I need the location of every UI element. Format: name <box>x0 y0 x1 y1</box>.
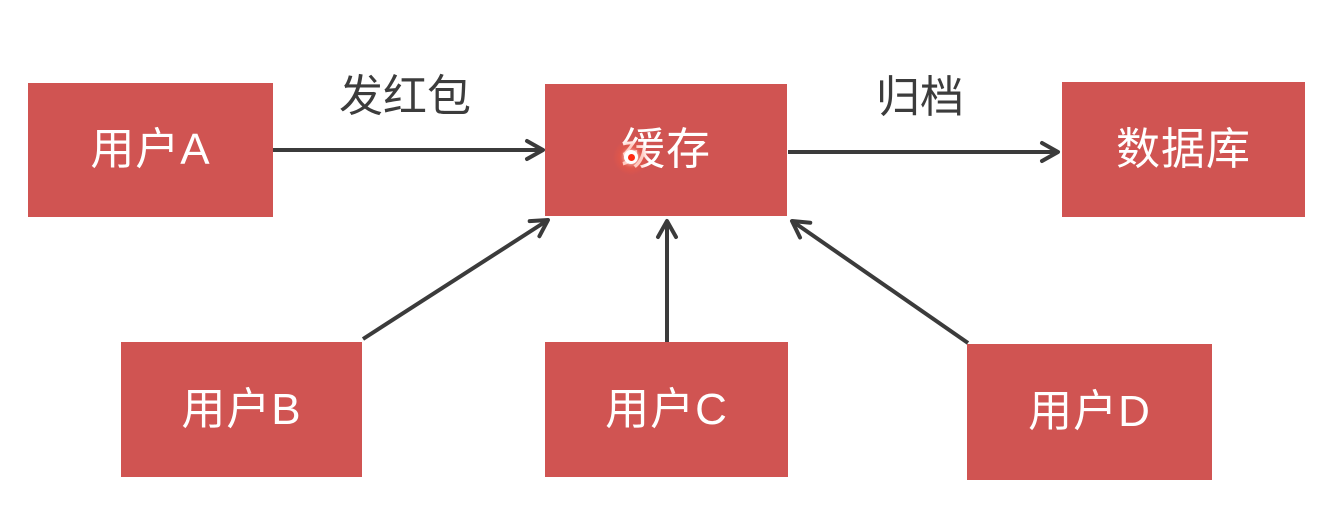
click-indicator-dot <box>627 153 635 161</box>
edge-cache-db-label: 归档 <box>876 73 964 122</box>
edge-userd-cache <box>790 219 970 345</box>
node-label-user-a: 用户A <box>90 125 211 174</box>
node-user-a: 用户A <box>28 83 273 217</box>
node-cache: 缓存 <box>545 84 787 216</box>
node-label-user-c: 用户C <box>605 384 728 434</box>
node-label-user-d: 用户D <box>1028 387 1151 436</box>
node-user-b: 用户B <box>121 342 362 477</box>
node-user-c: 用户C <box>545 342 788 477</box>
node-user-d: 用户D <box>967 344 1212 480</box>
edge-userb-cache <box>361 218 550 341</box>
node-database: 数据库 <box>1062 82 1305 217</box>
node-label-database: 数据库 <box>1116 124 1251 174</box>
node-label-user-b: 用户B <box>181 384 302 434</box>
edge-usera-cache-label: 发红包 <box>339 72 471 121</box>
